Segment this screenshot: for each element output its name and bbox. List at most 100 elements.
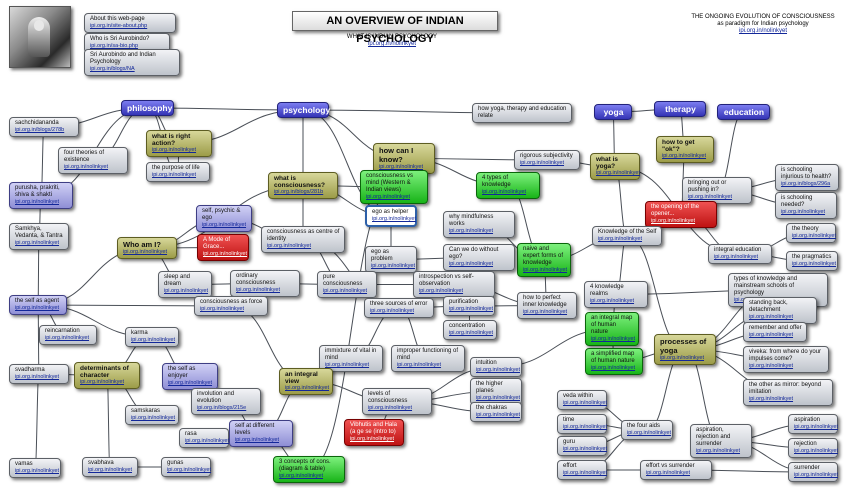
node-withoutego[interactable]: Can we do without ego?ipi.org.in/nolinky…	[443, 244, 515, 271]
node-bringing[interactable]: bringing out or pushing in?ipi.org.in/no…	[682, 177, 752, 204]
node-link[interactable]: ipi.org.in/nolinkyet	[627, 430, 672, 436]
node-link[interactable]: ipi.org.in/nolinkyet	[696, 448, 741, 454]
node-therapy[interactable]: therapy	[654, 101, 706, 117]
node-link[interactable]: ipi.org.in/blogs/NA	[90, 66, 135, 72]
ongoing-evolution-block[interactable]: THE ONGOING EVOLUTION OF CONSCIOUSNESS a…	[688, 14, 838, 35]
node-link[interactable]: ipi.org.in/nolinkyet	[482, 189, 527, 195]
node-viveka[interactable]: viveka: from where do your impulses come…	[743, 346, 829, 373]
node-link[interactable]: ipi.org.in/nolinkyet	[591, 336, 636, 342]
node-link[interactable]: ipi.org.in/nolinkyet	[563, 400, 608, 406]
node-link[interactable]: ipi.org.in/nolinkyet	[64, 164, 109, 170]
node-link[interactable]: ipi.org.in/nolinkyet	[236, 287, 281, 293]
node-link[interactable]: ipi.org.in/nolinkyet	[279, 473, 324, 479]
node-link[interactable]: ipi.org.in/nolinkyet	[164, 288, 209, 294]
node-link[interactable]: ipi.org.in/nolinkyet	[15, 305, 60, 311]
node-link[interactable]: ipi.org.in/nolinkyet	[651, 218, 696, 224]
node-link[interactable]: ipi.org.in/nolinkyet	[590, 298, 635, 304]
node-link[interactable]: ipi.org.in/nolinkyet	[168, 380, 213, 386]
node-link[interactable]: ipi.org.in/nolinkyet	[202, 222, 247, 228]
node-link[interactable]: ipi.org.in/nolinkyet	[792, 261, 837, 267]
node-link[interactable]: ipi.org.in/nolinkyet	[596, 170, 641, 176]
node-link[interactable]: ipi.org.in/nolinkyet	[449, 228, 494, 234]
node-consvsmind[interactable]: consciousness vs mind (Western & Indian …	[360, 170, 428, 204]
node-philosophy[interactable]: philosophy	[121, 100, 174, 116]
node-link[interactable]: ipi.org.in/nolinkyet	[476, 367, 521, 373]
node-link[interactable]: ipi.org.in/nolinkyet	[563, 470, 608, 476]
node-link[interactable]: ipi.org.in/nolinkyet	[476, 395, 521, 401]
ongoing-link[interactable]: ipi.org.in/nolinkyet	[738, 28, 788, 34]
node-link[interactable]: ipi.org.in/sa-bio.php	[90, 43, 139, 49]
node-link[interactable]: ipi.org.in/nolinkyet	[370, 308, 415, 314]
node-link[interactable]: ipi.org.in/nolinkyet	[794, 424, 839, 430]
node-link[interactable]: ipi.org.in/site-about.php	[90, 23, 148, 29]
node-link[interactable]: ipi.org.in/nolinkyet	[15, 199, 60, 205]
node-whois[interactable]: Who is Sri Aurobindo?ipi.org.in/sa-bio.p…	[84, 33, 170, 53]
node-link[interactable]: ipi.org.in/nolinkyet	[476, 412, 521, 418]
node-link[interactable]: ipi.org.in/nolinkyet	[660, 355, 705, 361]
node-whoami[interactable]: Who am I?ipi.org.in/nolinkyet	[117, 237, 177, 259]
node-link[interactable]: ipi.org.in/nolinkyet	[449, 261, 494, 267]
node-link[interactable]: ipi.org.in/nolinkyet	[131, 415, 176, 421]
node-opening[interactable]: the opening of the opener...ipi.org.in/n…	[645, 201, 717, 228]
node-link[interactable]: ipi.org.in/nolinkyet	[15, 374, 60, 380]
node-link[interactable]: ipi.org.in/nolinkyet	[781, 209, 826, 215]
node-psychology[interactable]: psychology	[277, 102, 330, 118]
node-link[interactable]: ipi.org.in/nolinkyet	[123, 249, 168, 255]
node-link[interactable]: ipi.org.in/nolinkyet	[449, 306, 494, 312]
node-link[interactable]: ipi.org.in/nolinkyet	[350, 436, 395, 442]
node-link[interactable]: ipi.org.in/blogs/278b	[15, 127, 65, 133]
node-link[interactable]: ipi.org.in/nolinkyet	[563, 424, 608, 430]
node-link[interactable]: ipi.org.in/nolinkyet	[688, 194, 733, 200]
node-link[interactable]: ipi.org.in/nolinkyet	[167, 467, 212, 473]
node-vibhutis[interactable]: Vibhutis and Hala (a ge se (intro to)ipi…	[344, 419, 404, 446]
node-getok[interactable]: how to get "ok"?ipi.org.in/nolinkyet	[656, 136, 714, 163]
node-link[interactable]: ipi.org.in/nolinkyet	[591, 365, 636, 371]
node-link[interactable]: ipi.org.in/nolinkyet	[267, 243, 312, 249]
subtitle-link[interactable]: ipi.org.in/nolinkyet	[367, 41, 417, 47]
node-yogatherapy[interactable]: how yoga, therapy and education relate	[472, 103, 572, 123]
node-rightaction[interactable]: what is right action?ipi.org.in/nolinkye…	[146, 130, 212, 157]
node-whatyoga[interactable]: what is yoga?ipi.org.in/nolinkyet	[590, 153, 640, 180]
node-link[interactable]: ipi.org.in/nolinkyet	[88, 467, 133, 473]
node-link[interactable]: ipi.org.in/nolinkyet	[714, 254, 759, 260]
node-education[interactable]: education	[717, 104, 770, 120]
node-link[interactable]: ipi.org.in/nolinkyet	[235, 437, 280, 443]
node-whatcons[interactable]: what is consciousness?ipi.org.in/blogs/2…	[268, 172, 338, 199]
node-link[interactable]: ipi.org.in/nolinkyet	[152, 172, 197, 178]
node-link[interactable]: ipi.org.in/nolinkyet	[792, 233, 837, 239]
